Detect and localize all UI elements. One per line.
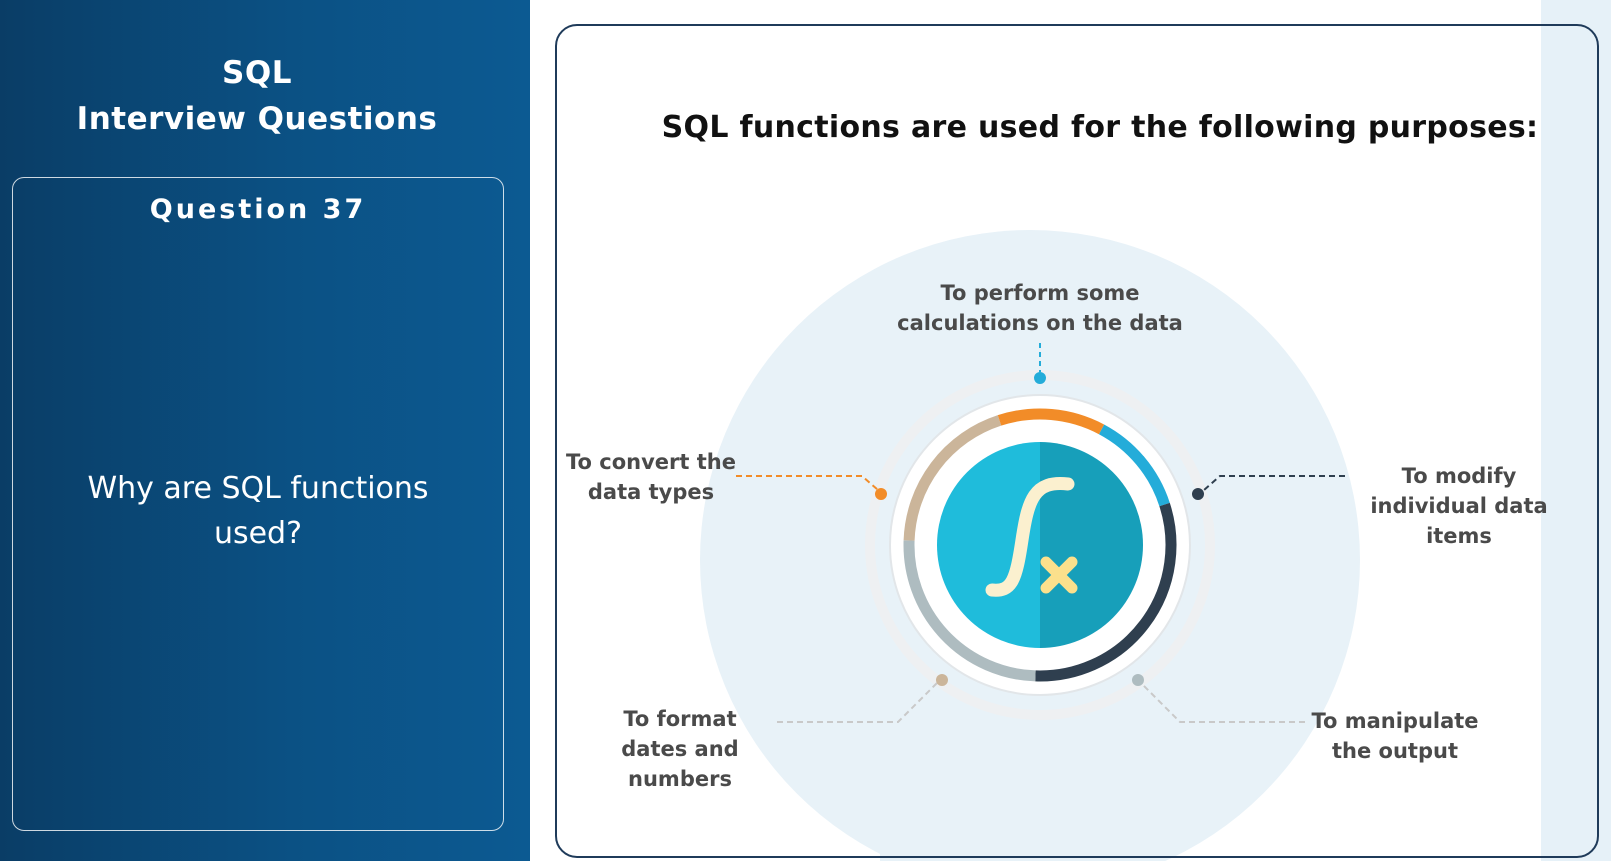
- label-output: To manipulate the output: [1311, 709, 1479, 763]
- label-format: To format dates and numbers: [621, 707, 739, 791]
- connector-output: [1132, 674, 1305, 723]
- arc-segment-convert: [997, 408, 1105, 435]
- connector-convert: [736, 475, 887, 500]
- watermark-bar: [1541, 0, 1611, 861]
- title-line-2: Interview Questions: [76, 101, 438, 137]
- arc-segment-calc: [1098, 424, 1170, 507]
- left-panel: SQL Interview Questions Question 37 Why …: [0, 0, 530, 861]
- slide-heading: SQL functions are used for the following…: [661, 110, 1539, 145]
- panel-title: SQL Interview Questions: [0, 50, 514, 142]
- function-fx-icon: [985, 477, 1078, 597]
- connector-modify: [1192, 475, 1345, 500]
- arc-segment-output: [903, 540, 1036, 682]
- label-convert: To convert the data types: [566, 450, 736, 504]
- arc-segment-modify: [1035, 502, 1177, 682]
- question-text: Why are SQL functions used?: [87, 471, 429, 551]
- connector-format: [777, 674, 948, 723]
- question-number: Question 37: [149, 194, 367, 225]
- center-right-half: [1040, 442, 1143, 648]
- arc-segment-format: [903, 415, 1002, 541]
- center-left-half: [937, 442, 1040, 648]
- connector-calc: [1034, 343, 1046, 384]
- question-box: Question 37 Why are SQL functions used?: [12, 177, 504, 831]
- content-card: [555, 24, 1599, 858]
- title-line-1: SQL: [222, 55, 292, 91]
- label-calculations: To perform some calculations on the data: [897, 281, 1183, 335]
- label-modify: To modify individual data items: [1370, 464, 1548, 548]
